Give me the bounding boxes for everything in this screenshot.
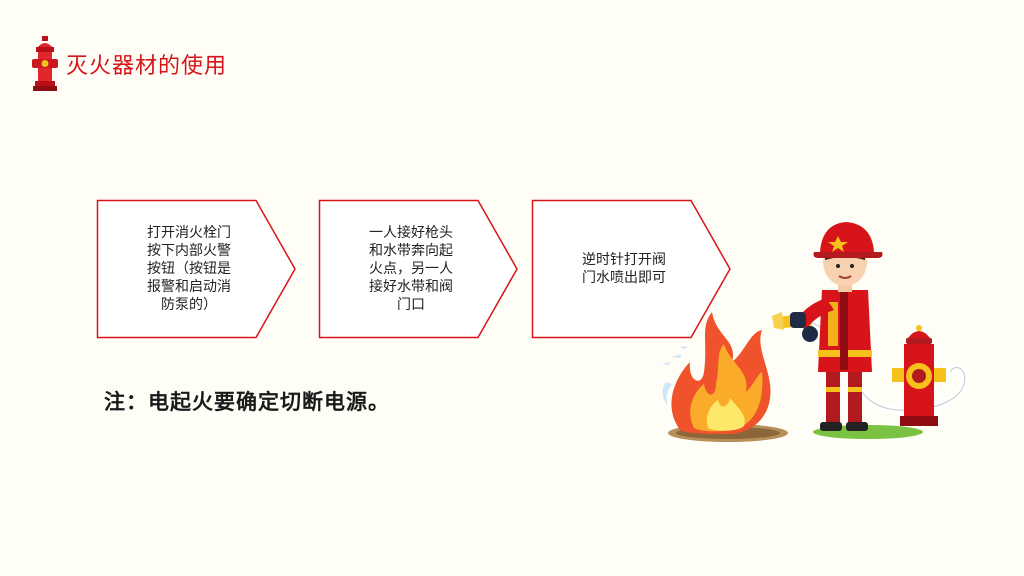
fire-flame-icon: [671, 312, 771, 434]
step-3-text: 逆时针打开阀 门水喷出即可: [582, 252, 666, 286]
firefighter-icon: [790, 222, 883, 431]
note-text: 注：电起火要确定切断电源。: [104, 390, 390, 414]
step-1-text: 打开消火栓门 按下内部火警 按钮（按钮是 报警和启动消 防泵的）: [147, 225, 231, 313]
step-2-text: 一人接好枪头 和水带奔向起 火点，另一人 接好水带和阀 门口: [369, 225, 453, 313]
fire-hydrant-icon: [892, 325, 946, 426]
step-3-arrow-box: [531, 199, 731, 339]
header: 灭火器材的使用: [30, 36, 227, 92]
page-title: 灭火器材的使用: [66, 54, 228, 79]
fire-hydrant-icon: [32, 36, 58, 91]
firefighter-illustration: [662, 222, 970, 442]
step-1-arrow-box: [96, 199, 296, 339]
water-spray: [662, 346, 687, 406]
step-2-arrow-box: [318, 199, 518, 339]
